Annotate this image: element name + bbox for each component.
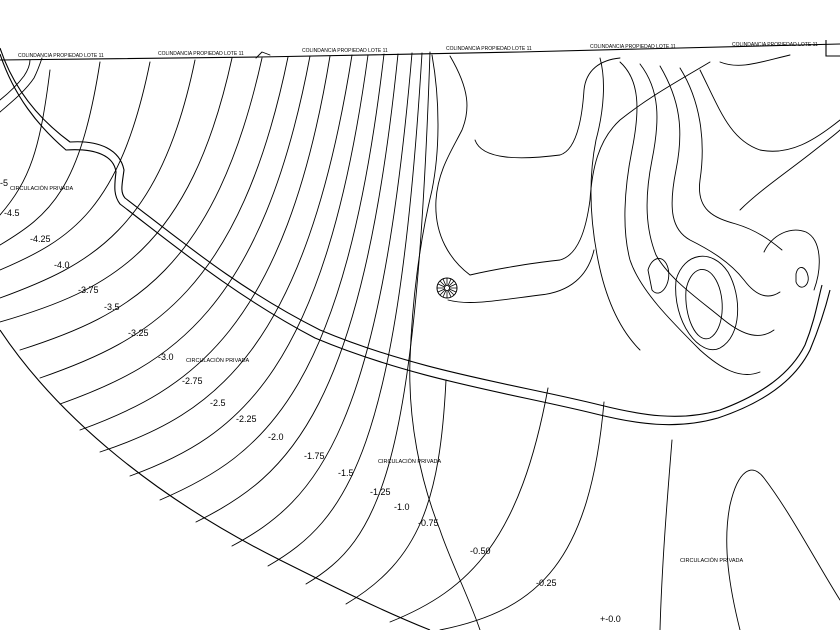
elevation-label: -3.5: [104, 302, 120, 312]
closed-contour-left: [647, 258, 670, 294]
contour-edge-1: [0, 57, 43, 113]
elevation-label: -3.75: [78, 285, 99, 295]
lower-right-curve: [726, 469, 840, 630]
elevation-label: -2.75: [182, 376, 203, 386]
contour-line-11: [159, 53, 385, 501]
contour-line-6: [39, 56, 289, 379]
contour-line-18: [439, 401, 605, 630]
road-label: CIRCULACIÓN PRIVADA: [680, 557, 743, 564]
lower-right-ridge: [659, 439, 673, 630]
contour-right-6: [719, 54, 791, 66]
contour-right-1: [619, 61, 761, 375]
property-boundary-line: [0, 43, 840, 61]
elevation-label: -1.75: [304, 451, 325, 461]
contour-line-7: [59, 55, 311, 405]
contour-line-1: [0, 61, 101, 246]
elevation-label: -0.75: [418, 518, 439, 528]
contour-line-17: [389, 387, 549, 623]
contour-right-4: [679, 67, 783, 251]
elevation-label: -5: [0, 178, 8, 188]
contour-right-5: [699, 69, 840, 152]
elevation-label: -1.25: [370, 487, 391, 497]
elevation-label: -1.0: [394, 502, 410, 512]
tree-symbol: [436, 277, 458, 299]
elevation-label: +-0.0: [600, 614, 621, 624]
contour-mid-1: [409, 54, 481, 630]
elevation-label: -0.25: [536, 578, 557, 588]
contour-line-3: [0, 59, 196, 299]
contour-right-3: [659, 65, 781, 297]
boundary-label: COLINDANCIA PROPIEDAD LOTE 11: [18, 53, 104, 59]
elevation-label: -4.5: [4, 208, 20, 218]
contour-edge-2: [0, 59, 31, 101]
contour-right-7: [739, 129, 840, 211]
contour-line-15: [305, 51, 431, 585]
contour-line-12: [195, 53, 399, 523]
elevation-label: -2.0: [268, 432, 284, 442]
elevation-label: -2.25: [236, 414, 257, 424]
road-label: CIRCULACIÓN PRIVADA: [378, 458, 441, 465]
contour-line-8: [79, 55, 331, 431]
contour-line-14: [267, 52, 423, 567]
elevation-label: -0.50: [470, 546, 491, 556]
contour-mid-4: [447, 249, 595, 303]
contour-mid-2: [435, 55, 711, 276]
contour-line-16: [345, 379, 447, 605]
road-label: CIRCULACIÓN PRIVADA: [186, 357, 249, 364]
elevation-label: -3.25: [128, 328, 149, 338]
elevation-label: -4.0: [54, 260, 70, 270]
boundary-tick: [255, 51, 271, 59]
contour-line-10: [129, 54, 369, 477]
contour-mid-5: [590, 57, 641, 351]
elevation-label: -1.5: [338, 468, 354, 478]
boundary-label: COLINDANCIA PROPIEDAD LOTE 11: [158, 51, 244, 57]
contour-line-5: [19, 57, 263, 351]
contour-right-2: [639, 63, 775, 336]
contour-line-13: [231, 52, 413, 547]
boundary-label: COLINDANCIA PROPIEDAD LOTE 11: [446, 46, 532, 52]
contour-mid-3: [474, 57, 621, 159]
road-outer-curve: [0, 329, 431, 630]
north-edge-mark: [825, 40, 840, 57]
contour-line-0: [0, 69, 51, 216]
road-edge-inner: [0, 53, 831, 426]
boundary-label: COLINDANCIA PROPIEDAD LOTE 11: [732, 42, 818, 48]
boundary-label: COLINDANCIA PROPIEDAD LOTE 11: [302, 48, 388, 54]
boundary-label: COLINDANCIA PROPIEDAD LOTE 11: [590, 44, 676, 50]
contour-lines-left: [0, 51, 605, 630]
elevation-label: -2.5: [210, 398, 226, 408]
contour-line-2: [0, 61, 151, 271]
road-label: CIRCULACIÓN PRIVADA: [10, 185, 73, 192]
contour-line-4: [0, 57, 233, 323]
road-edge-outer: [0, 47, 823, 417]
closed-contour-small: [795, 267, 809, 288]
closed-contour-hill: [685, 269, 723, 340]
closed-contour-hill-2: [675, 255, 739, 351]
elevation-label: -3.0: [158, 352, 174, 362]
elevation-label: -4.25: [30, 234, 51, 244]
contour-line-9: [99, 54, 353, 453]
contour-right-8: [763, 229, 820, 291]
